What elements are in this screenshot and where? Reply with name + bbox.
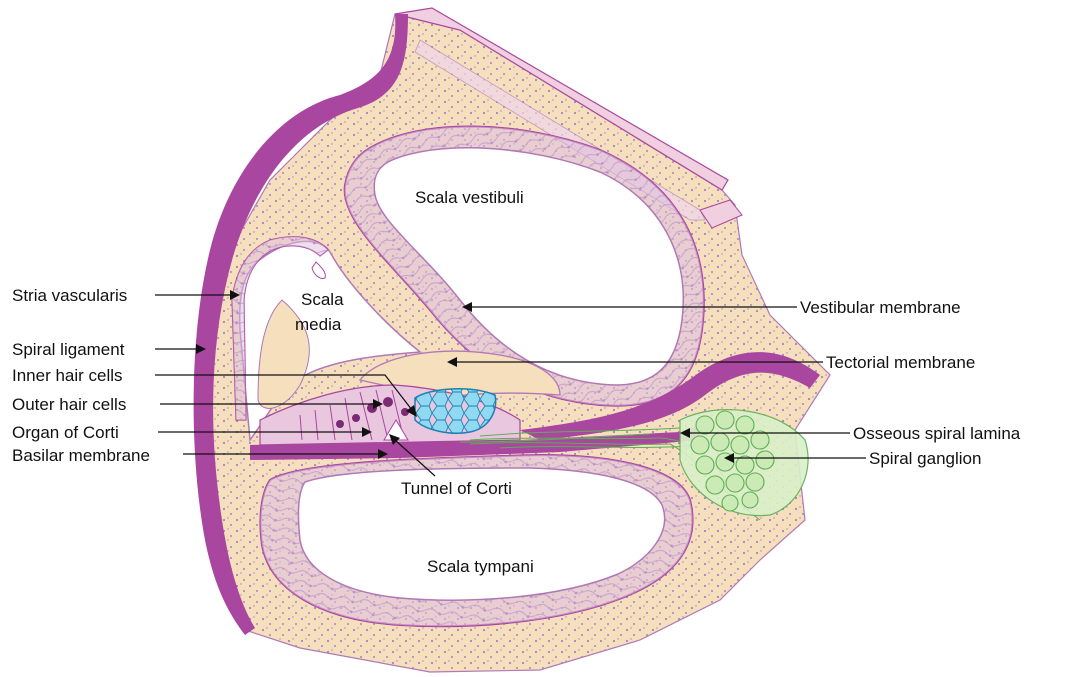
label-osseous-spiral-lamina: Osseous spiral lamina xyxy=(853,424,1021,443)
label-tectorial-membrane: Tectorial membrane xyxy=(826,353,975,372)
label-vestibular-membrane: Vestibular membrane xyxy=(800,298,961,317)
label-outer-hair-cells: Outer hair cells xyxy=(12,395,126,414)
label-spiral-ganglion: Spiral ganglion xyxy=(869,449,981,468)
scala-media-label-line1: Scala xyxy=(301,290,344,309)
label-organ-of-corti: Organ of Corti xyxy=(12,423,119,442)
scala-vestibuli-label: Scala vestibuli xyxy=(415,188,524,207)
label-basilar-membrane: Basilar membrane xyxy=(12,446,150,465)
scala-tympani-label: Scala tympani xyxy=(427,557,534,576)
label-tunnel-of-corti: Tunnel of Corti xyxy=(401,479,512,498)
label-inner-hair-cells: Inner hair cells xyxy=(12,366,123,385)
scala-media-label-line2: media xyxy=(295,315,342,334)
label-spiral-ligament: Spiral ligament xyxy=(12,340,125,359)
label-stria-vascularis: Stria vascularis xyxy=(12,286,127,305)
